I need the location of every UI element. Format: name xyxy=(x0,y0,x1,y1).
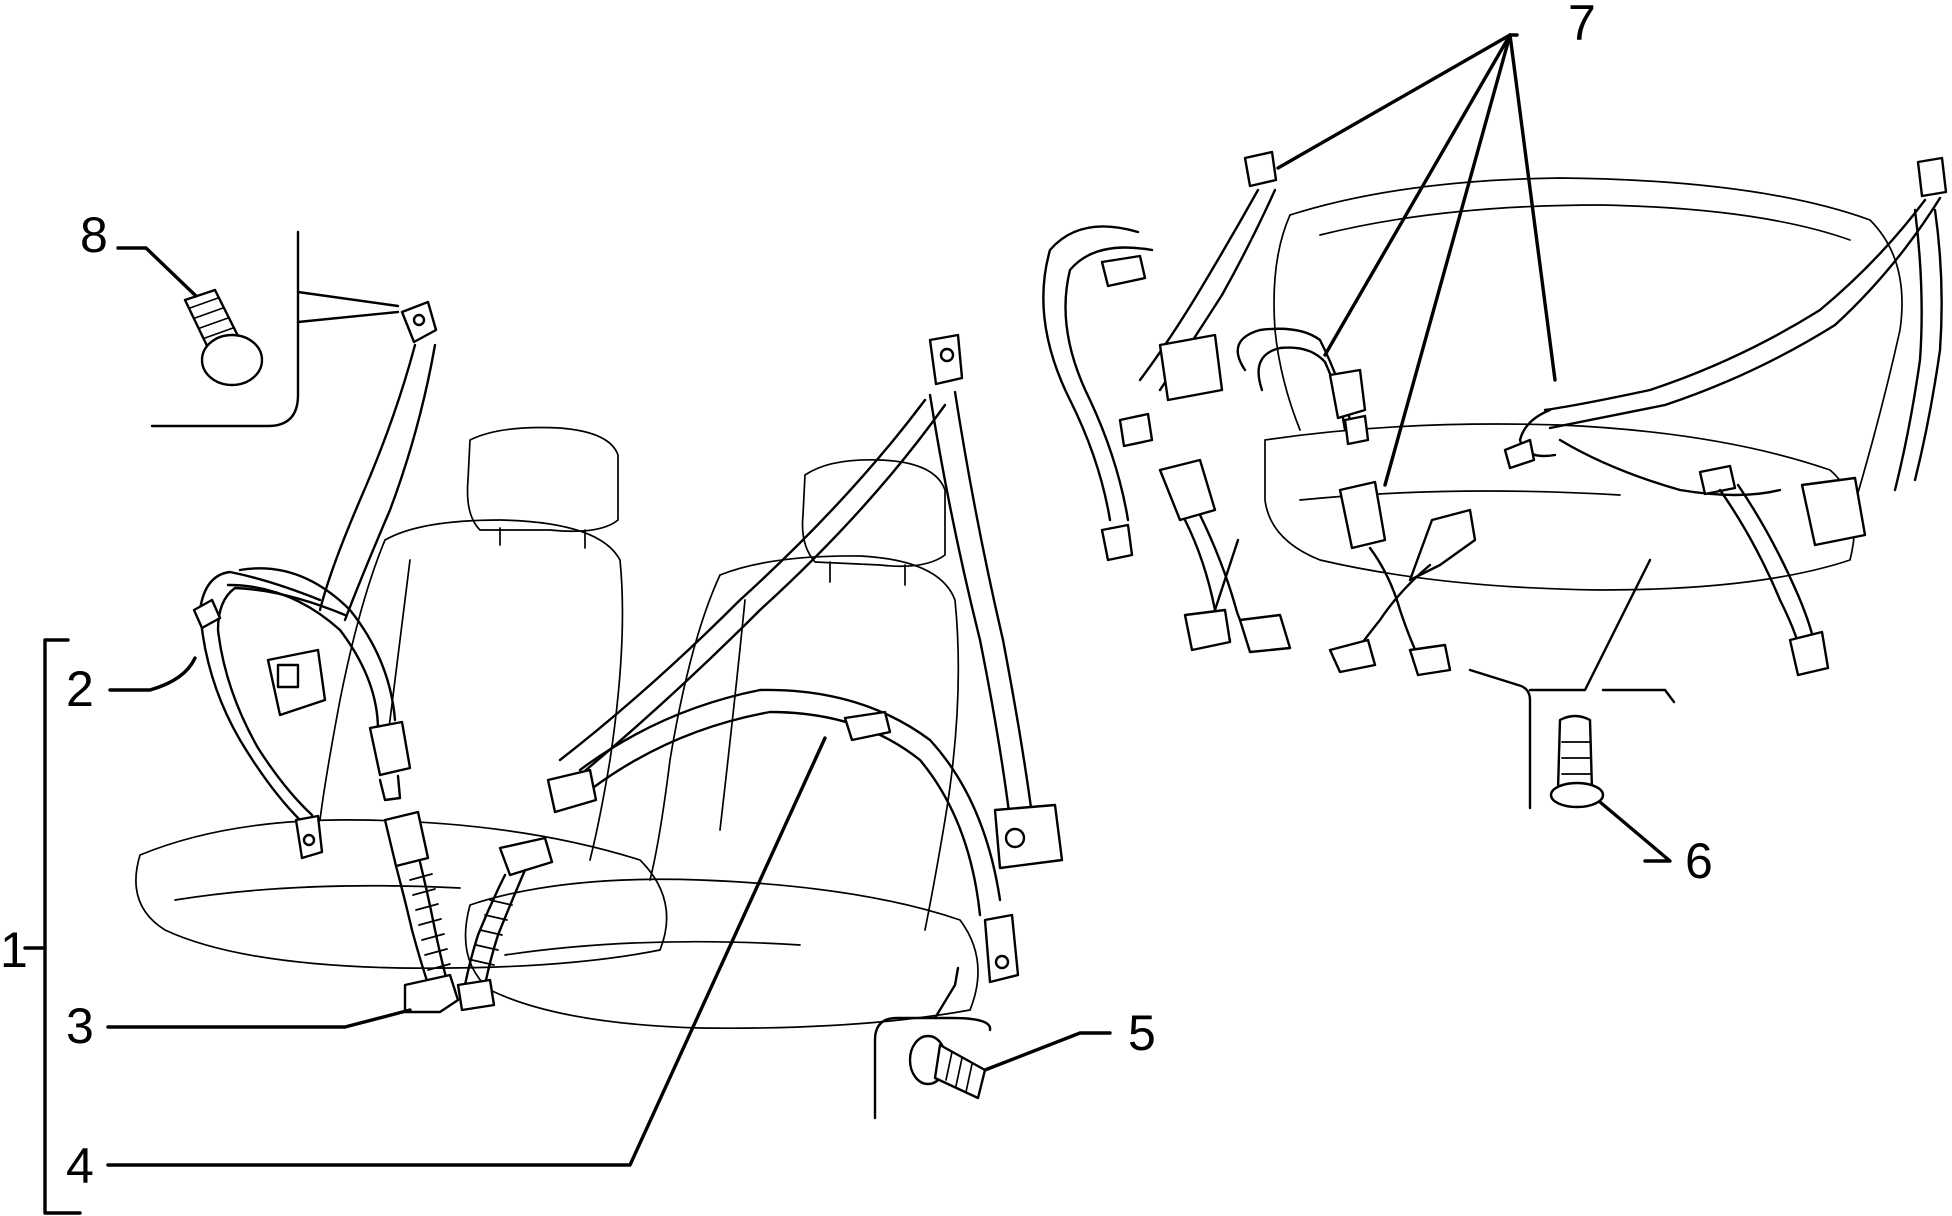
bolt-detail-8 xyxy=(183,288,264,387)
callout-2: 2 xyxy=(66,661,94,717)
front-right-belt-assembly xyxy=(456,333,1064,1012)
callout-6: 6 xyxy=(1685,833,1713,889)
front-seat-left-outline xyxy=(135,426,668,970)
detail-6-arrow xyxy=(1528,558,1676,704)
callout-4: 4 xyxy=(66,1138,94,1194)
detail-8-arrow xyxy=(296,290,400,324)
detail-5-arrow xyxy=(933,966,960,1020)
callout-5: 5 xyxy=(1128,1005,1156,1061)
bolt-detail-6 xyxy=(1549,714,1605,809)
front-seat-right-outline xyxy=(464,458,979,1030)
rear-seat-outline xyxy=(1264,177,1903,591)
detail-5-frame xyxy=(873,1016,992,1120)
front-left-belt-assembly xyxy=(192,300,460,1014)
callout-3: 3 xyxy=(66,998,94,1054)
callout-7: 7 xyxy=(1568,0,1596,51)
callout-1: 1 xyxy=(0,922,28,978)
detail-6-frame xyxy=(1468,668,1532,810)
leader-lines xyxy=(23,33,1672,1215)
rear-belt-assemblies xyxy=(1042,150,1948,677)
detail-8-frame xyxy=(150,230,300,428)
bolt-detail-5 xyxy=(908,1034,987,1100)
callout-8: 8 xyxy=(80,207,108,263)
